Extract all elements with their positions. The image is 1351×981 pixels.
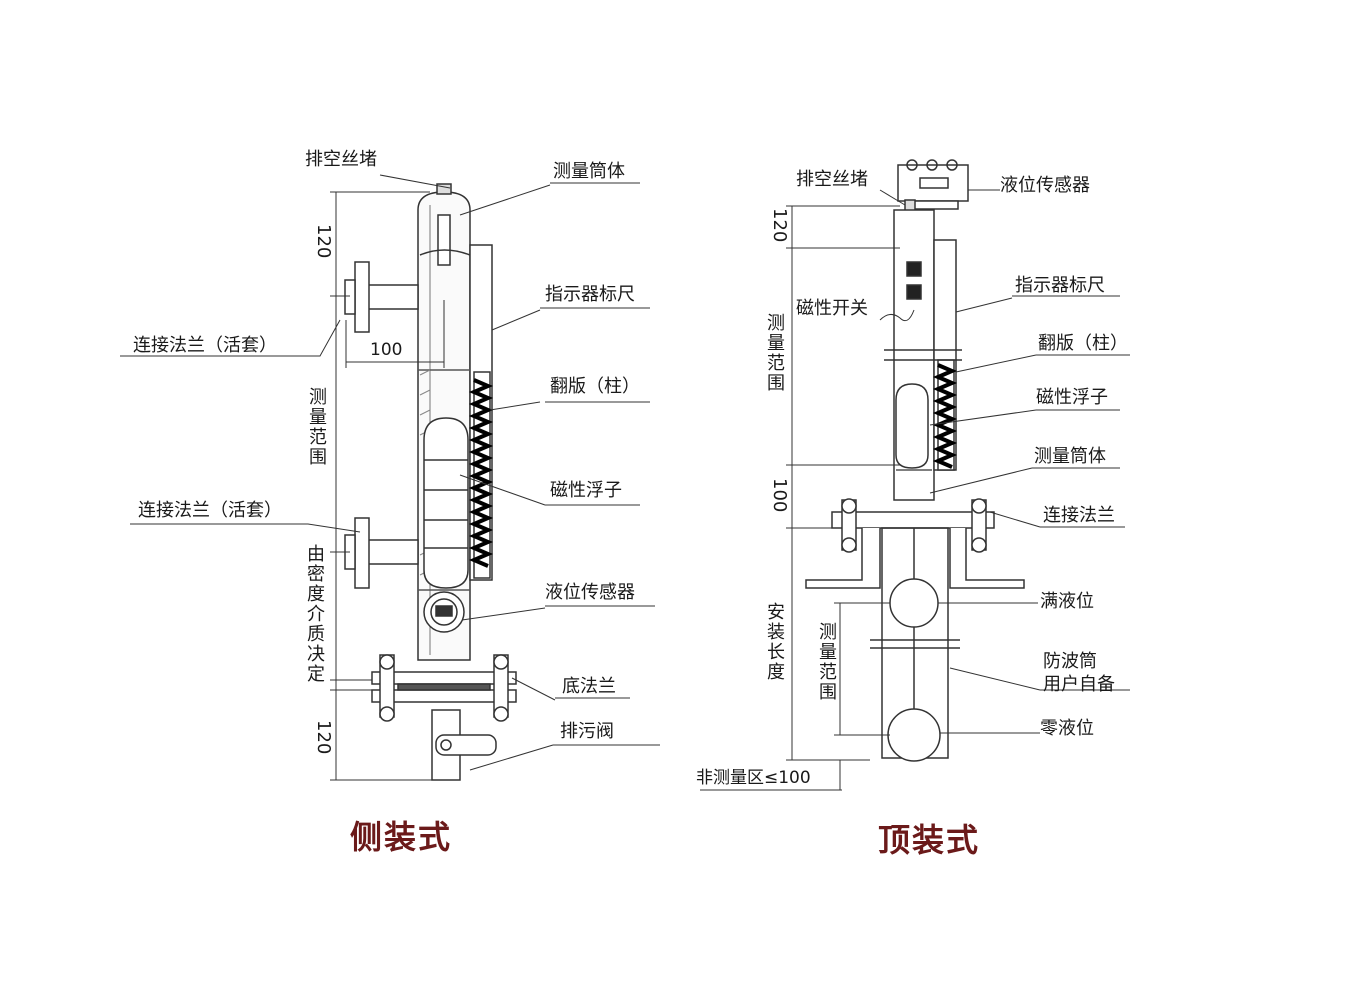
side-mounted-title: 侧装式 — [350, 818, 453, 856]
top-label-measure-tube: 测量筒体 — [1034, 446, 1106, 467]
top-mounted-drawing — [700, 159, 1130, 791]
side-label-level-sensor: 液位传感器 — [545, 582, 635, 603]
top-label-non-measure-zone: 非测量区≤100 — [696, 768, 811, 788]
top-label-indicator-scale: 指示器标尺 — [1015, 275, 1105, 296]
side-label-magnetic-float: 磁性浮子 — [550, 480, 622, 501]
side-mounted-drawing — [120, 174, 660, 781]
side-label-flip-plate: 翻版（柱） — [550, 376, 640, 397]
top-mounted-title: 顶装式 — [878, 821, 981, 859]
top-dim-range-2: 测量范围 — [819, 622, 837, 703]
top-label-level-sensor: 液位传感器 — [1000, 175, 1090, 196]
side-label-flange-bottom: 连接法兰（活套） — [138, 500, 282, 521]
side-label-measure-tube: 测量筒体 — [553, 161, 625, 182]
top-dim-install-length: 安装长度 — [767, 602, 785, 683]
side-label-drain-valve: 排污阀 — [560, 721, 614, 742]
side-label-flange-top: 连接法兰（活套） — [133, 335, 277, 356]
side-dim-range: 测量范围 — [309, 387, 327, 468]
top-label-magnetic-float: 磁性浮子 — [1036, 387, 1108, 408]
top-dim-range: 测量范围 — [767, 313, 785, 394]
top-label-flip-plate: 翻版（柱） — [1038, 333, 1128, 354]
side-dim-density: 由密度介质决定 — [307, 544, 325, 685]
side-label-indicator-scale: 指示器标尺 — [545, 284, 635, 305]
side-dim-top: 120 — [313, 224, 334, 259]
side-label-bottom-flange: 底法兰 — [562, 676, 616, 697]
side-label-vent-plug: 排空丝堵 — [305, 149, 377, 170]
top-dim-top: 120 — [769, 208, 790, 243]
top-dim-mid: 100 — [769, 478, 790, 513]
side-dim-bottom: 120 — [313, 720, 334, 755]
top-label-flange: 连接法兰 — [1043, 505, 1115, 526]
top-label-user-supplied: 用户自备 — [1043, 674, 1115, 695]
side-dim-center: 100 — [370, 340, 403, 360]
top-label-magnetic-switch: 磁性开关 — [796, 298, 868, 319]
top-label-zero-level: 零液位 — [1040, 718, 1094, 739]
top-label-vent-plug: 排空丝堵 — [796, 169, 868, 190]
top-label-wave-tube: 防波筒 — [1043, 651, 1097, 672]
top-label-full-level: 满液位 — [1040, 591, 1094, 612]
